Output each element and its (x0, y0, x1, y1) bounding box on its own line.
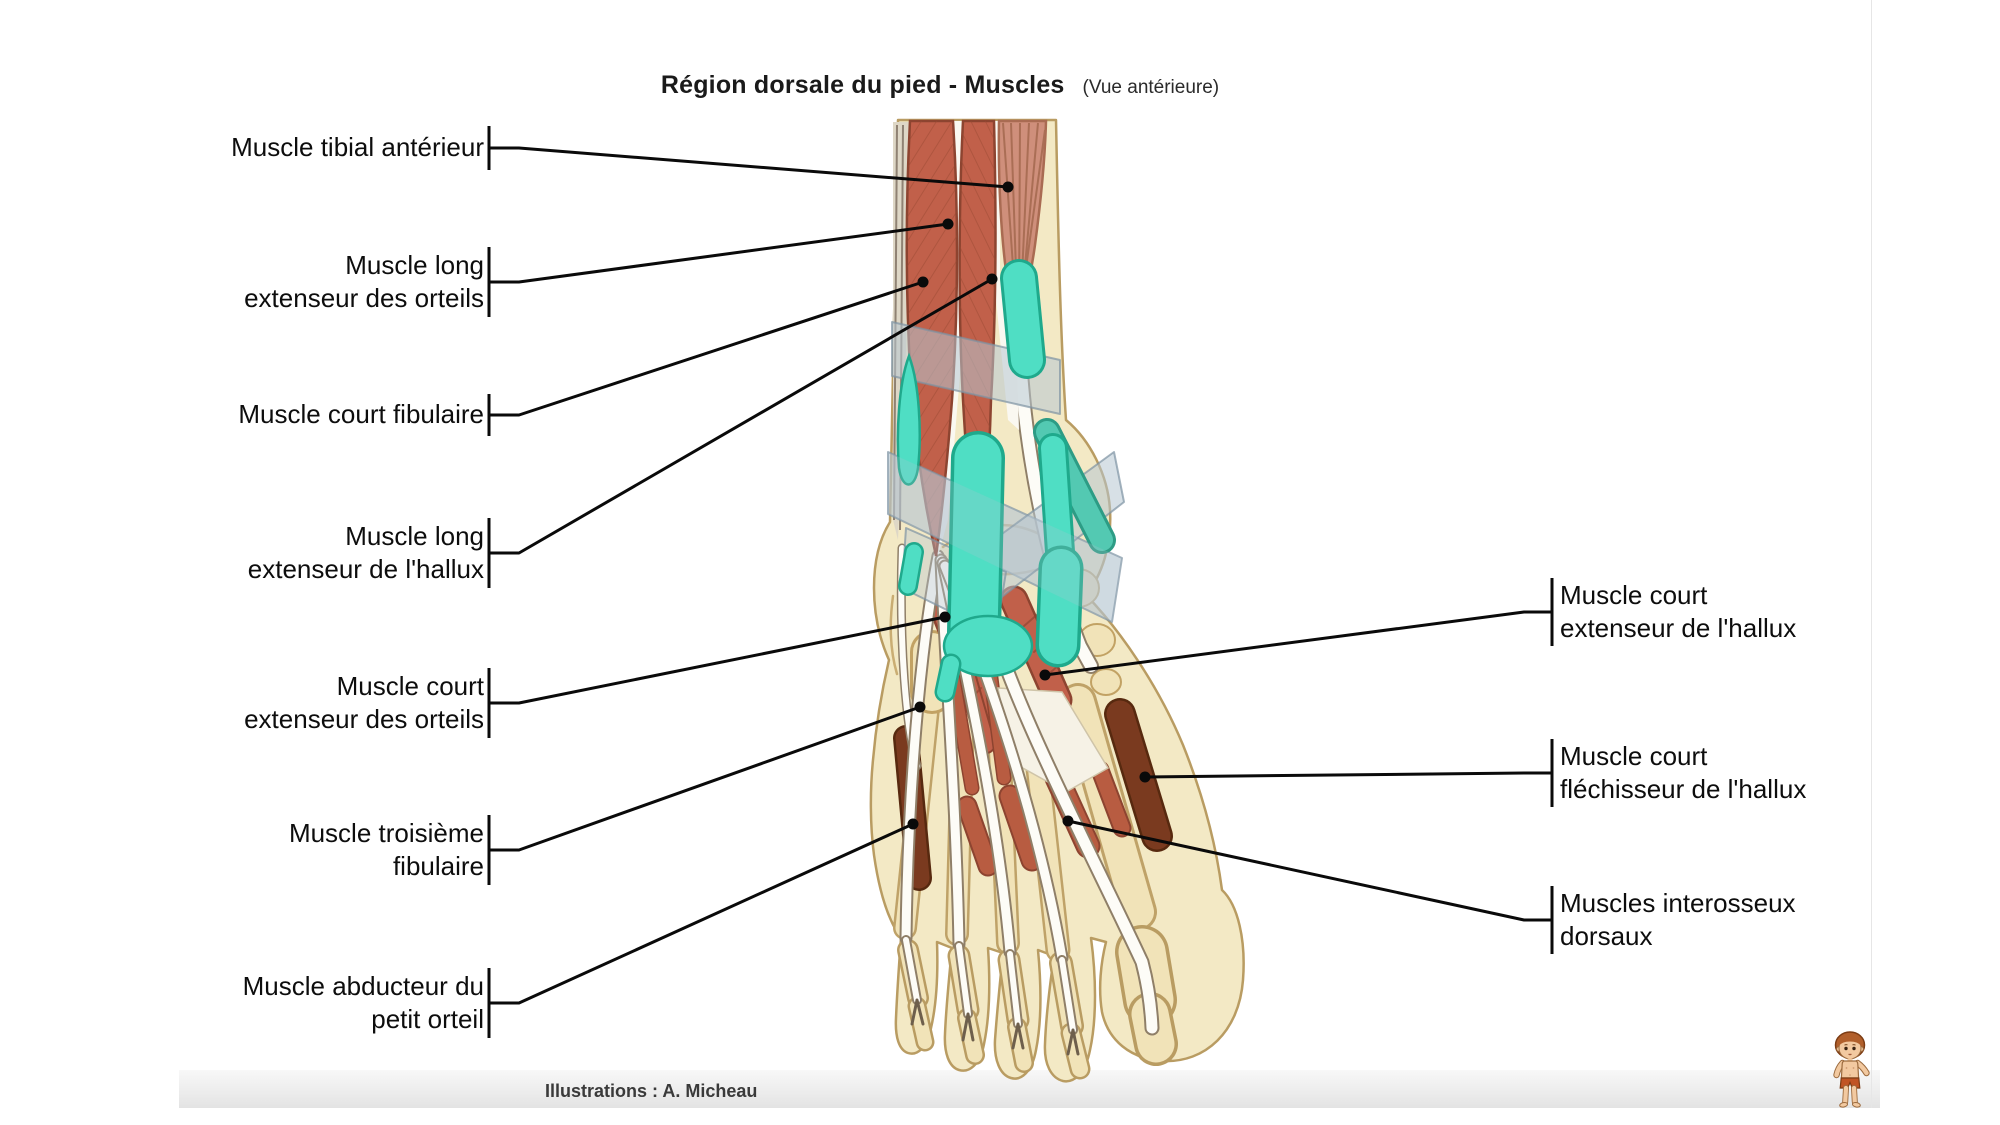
tendon-sheath-distal-lobe (934, 614, 1034, 703)
leader-dots (907, 181, 1151, 830)
leader-lines (487, 126, 1554, 1038)
label-muscles-interosseux-dorsaux: Muscles interosseux dorsaux (1560, 888, 1796, 951)
view-annotation: (Vue antérieure) (1082, 77, 1220, 98)
tendon-sheaths (896, 259, 1116, 668)
image-bottom-bar (179, 1070, 1880, 1108)
content-right-edge (1871, 0, 1872, 1108)
illustration-credit: Illustrations : A. Micheau (545, 1081, 758, 1101)
label-muscle-court-extenseur-hallux: Muscle court extenseur de l'hallux (1560, 580, 1797, 643)
child-anatomy-mascot-icon[interactable] (1820, 1030, 1880, 1112)
header: Région dorsale du pied - Muscles (Vue ant… (0, 71, 1880, 100)
label-muscle-abducteur-petit-orteil: Muscle abducteur du petit orteil (242, 971, 484, 1034)
label-muscle-troisieme-fibulaire: Muscle troisième fibulaire (288, 818, 484, 881)
label-muscle-long-extenseur-hallux: Muscle long extenseur de l'hallux (247, 521, 484, 584)
label-muscle-tibial-anterieur: Muscle tibial antérieur (231, 132, 484, 162)
flexor-hallucis-brevis-muscle (1104, 698, 1173, 852)
label-muscle-long-extenseur-orteils: Muscle long extenseur des orteils (244, 250, 484, 313)
label-muscle-court-fibulaire: Muscle court fibulaire (238, 399, 484, 429)
label-muscle-court-flechisseur-hallux: Muscle court fléchisseur de l'hallux (1560, 741, 1807, 804)
page-title: Région dorsale du pied - Muscles (660, 71, 1065, 99)
retinaculum-overlay (888, 452, 1122, 622)
tibialis-anterior-muscle (997, 119, 1048, 334)
label-muscle-court-extenseur-orteils: Muscle court extenseur des orteils (244, 671, 484, 734)
